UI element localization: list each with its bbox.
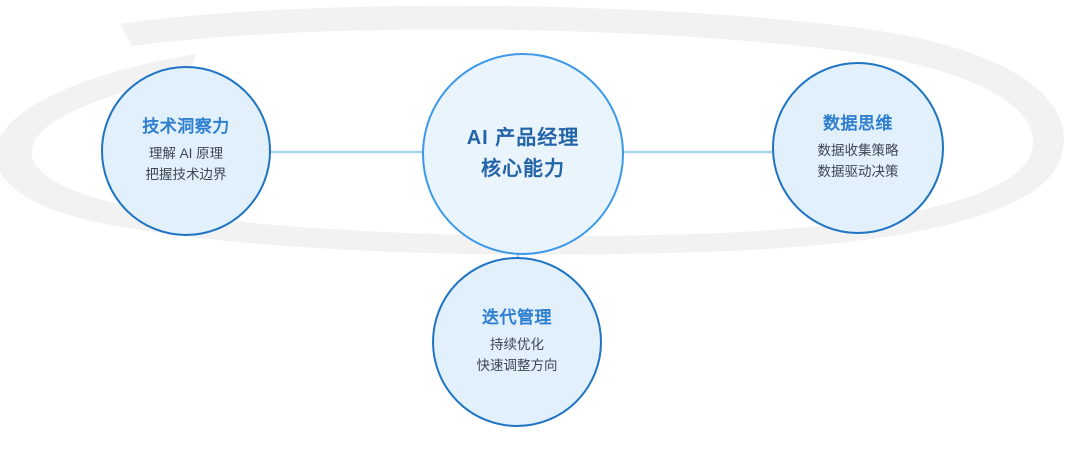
node-data-thinking-subtitle-1: 数据收集策略 bbox=[817, 143, 899, 159]
node-iteration-management[interactable]: 迭代管理 持续优化 快速调整方向 bbox=[432, 257, 602, 427]
node-iteration-management-title: 迭代管理 bbox=[482, 308, 552, 328]
node-data-thinking-subtitles: 数据收集策略 数据驱动决策 bbox=[818, 141, 899, 183]
node-data-thinking[interactable]: 数据思维 数据收集策略 数据驱动决策 bbox=[772, 62, 944, 234]
node-iteration-management-subtitle-1: 持续优化 bbox=[490, 337, 544, 353]
node-tech-insight-subtitle-2: 把握技术边界 bbox=[145, 167, 227, 183]
node-iteration-management-subtitle-2: 快速调整方向 bbox=[476, 358, 558, 374]
node-tech-insight-subtitles: 理解 AI 原理 把握技术边界 bbox=[146, 144, 227, 186]
node-tech-insight[interactable]: 技术洞察力 理解 AI 原理 把握技术边界 bbox=[101, 66, 271, 236]
node-tech-insight-subtitle-1: 理解 AI 原理 bbox=[148, 146, 224, 162]
node-core-title-line2: 核心能力 bbox=[481, 158, 565, 180]
node-core-title-line1: AI 产品经理 bbox=[466, 127, 580, 149]
node-core[interactable]: AI 产品经理 核心能力 bbox=[422, 53, 624, 255]
node-data-thinking-title: 数据思维 bbox=[823, 114, 893, 134]
node-tech-insight-title: 技术洞察力 bbox=[142, 117, 230, 137]
node-iteration-management-subtitles: 持续优化 快速调整方向 bbox=[477, 335, 558, 377]
node-data-thinking-subtitle-2: 数据驱动决策 bbox=[817, 164, 899, 180]
